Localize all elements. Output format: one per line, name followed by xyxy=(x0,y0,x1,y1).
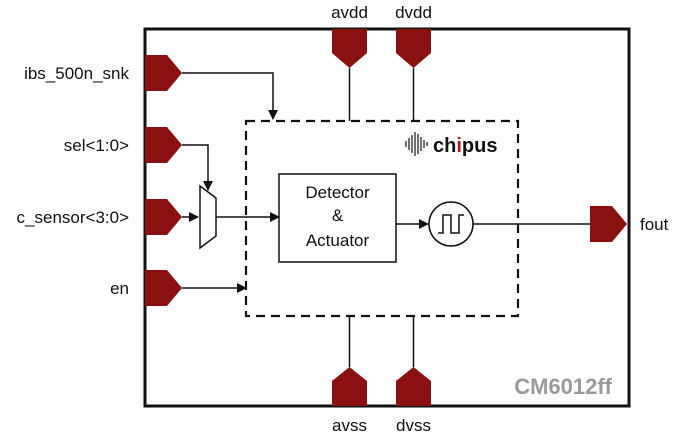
oscillator xyxy=(428,201,474,247)
wire-ibs xyxy=(182,72,278,120)
detector-actuator-block xyxy=(278,173,397,263)
pin-sel-shape xyxy=(145,127,182,163)
pin-label-c-sensor: c_sensor<3:0> xyxy=(17,208,130,227)
pin-fout-shape xyxy=(590,206,627,242)
pin-label-fout: fout xyxy=(640,215,669,234)
pin-dvss: dvss xyxy=(396,316,431,435)
square-wave-icon xyxy=(438,214,464,234)
brand-logo: chipus xyxy=(405,132,497,157)
pin-label-dvdd: dvdd xyxy=(395,3,432,22)
pin-avss: avss xyxy=(332,316,367,435)
pin-avdd-shape xyxy=(332,29,367,68)
pin-label-en: en xyxy=(110,279,129,298)
pin-label-avss: avss xyxy=(332,416,367,435)
detector-label-line1: Detector xyxy=(305,183,370,202)
part-number: CM6012ff xyxy=(514,374,612,399)
brand-accent: i xyxy=(456,135,462,157)
wire-sel xyxy=(182,144,213,191)
pin-ibs-500n-snk: ibs_500n_snk xyxy=(24,55,278,120)
pin-dvdd: dvdd xyxy=(395,3,432,121)
pin-label-dvss: dvss xyxy=(396,416,431,435)
pin-sel: sel<1:0> xyxy=(64,127,213,191)
core-boundary xyxy=(244,119,520,318)
pin-dvdd-shape xyxy=(396,29,431,68)
pin-c-sensor-shape xyxy=(145,199,182,235)
brand-prefix: ch xyxy=(433,135,456,157)
pin-avdd: avdd xyxy=(331,3,368,121)
pin-ibs-shape xyxy=(145,55,182,91)
mux-icon xyxy=(199,184,217,250)
pin-en-shape xyxy=(145,270,182,306)
waveform-logo-icon xyxy=(405,132,428,156)
brand-name: chipus xyxy=(433,135,497,157)
brand-suffix: pus xyxy=(462,135,498,157)
pin-label-ibs: ibs_500n_snk xyxy=(24,64,129,83)
pin-en: en xyxy=(110,270,247,306)
pin-label-sel: sel<1:0> xyxy=(64,136,129,155)
pin-avss-shape xyxy=(332,367,367,406)
pin-fout: fout xyxy=(590,206,669,242)
pin-label-avdd: avdd xyxy=(331,3,368,22)
pin-dvss-shape xyxy=(396,367,431,406)
detector-label-line3: Actuator xyxy=(306,231,370,250)
pin-c-sensor: c_sensor<3:0> xyxy=(17,199,199,235)
detector-label-line2: & xyxy=(332,206,344,225)
